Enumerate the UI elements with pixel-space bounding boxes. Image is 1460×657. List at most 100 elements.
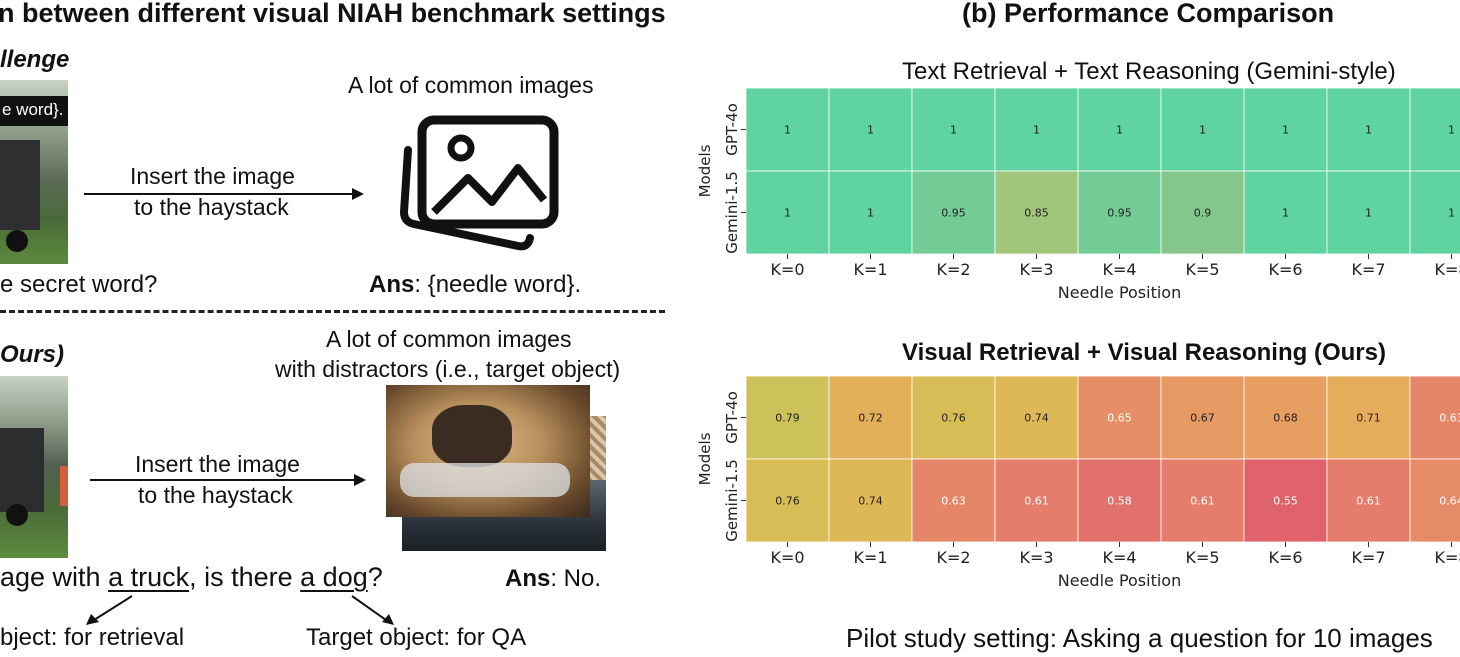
heatmap-2-label-1-3: 0.61 <box>1024 495 1049 508</box>
retrieval-pointer-arrow <box>86 595 133 625</box>
insert-arrow-top <box>84 188 364 200</box>
heatmap-2-label-0-0: 0.79 <box>775 412 800 425</box>
heatmap-2-cell-0-0 <box>745 375 830 460</box>
heatmap-1-label-1-3: 0.85 <box>1024 207 1049 220</box>
heatmap-1-label-0-8: 1 <box>1448 124 1455 137</box>
heatmap-1-label-0-4: 1 <box>1116 124 1123 137</box>
heatmap-1-label-1-8: 1 <box>1448 207 1455 220</box>
needle-caption: e word}. <box>2 100 64 119</box>
answer-bottom-prefix: Ans <box>505 565 551 592</box>
heatmap-1-label-1-6: 1 <box>1282 207 1289 220</box>
heatmap-2-label-0-7: 0.71 <box>1356 412 1381 425</box>
needle-truck-photo-top: e word}. <box>0 80 68 264</box>
heatmap-1-xtick-8: K=8 <box>1434 260 1460 279</box>
heatmap-2-cell-0-3 <box>994 375 1079 460</box>
heatmap-1-cell-1-2 <box>911 170 996 255</box>
heatmap-1-cell-0-5 <box>1160 87 1245 172</box>
heatmap-1-label-1-4: 0.95 <box>1107 207 1132 220</box>
heatmap-2-label-0-2: 0.76 <box>941 412 966 425</box>
heatmap-1-cell-1-1 <box>828 170 913 255</box>
question-bottom-part1: age with <box>0 562 109 592</box>
heatmap-1-label-0-5: 1 <box>1199 124 1206 137</box>
heatmap-2-cell-1-8 <box>1409 458 1460 543</box>
heatmap-2-cell-0-7 <box>1326 375 1411 460</box>
heatmap-2-cell-1-1 <box>828 458 913 543</box>
heatmap-1-cell-0-2 <box>911 87 996 172</box>
retrieval-object: a truck <box>108 562 190 592</box>
needle-truck-photo-bottom <box>0 376 68 558</box>
heatmap-1-ytick-0: GPT-4o <box>723 103 741 156</box>
common-images-distractor-label-1: A lot of common images <box>326 326 572 352</box>
heatmap-2-label-0-6: 0.68 <box>1273 412 1298 425</box>
heatmap-2-label-0-3: 0.74 <box>1024 412 1049 425</box>
top-setting-label: llenge <box>0 46 70 73</box>
heatmap-1-xtick-4: K=4 <box>1102 260 1136 279</box>
heatmap-2-xtick-0: K=0 <box>770 548 804 567</box>
heatmap-1-cell-0-6 <box>1243 87 1328 172</box>
pilot-study-footer: Pilot study setting: Asking a question f… <box>846 623 1433 653</box>
heatmap-2-ytick-0: GPT-4o <box>723 391 741 444</box>
heatmap-2-cell-0-8 <box>1409 375 1460 460</box>
heatmap-2-xlabel: Needle Position <box>1058 571 1181 590</box>
retrieval-note: bject: for retrieval <box>0 624 185 651</box>
bottom-setting-label: Ours) <box>0 341 65 368</box>
haystack-photo-back-2 <box>586 416 606 496</box>
heatmap-2-label-1-8: 0.64 <box>1439 495 1460 508</box>
answer-bottom: Ans: No. <box>505 565 601 593</box>
insert-arrow-bottom <box>90 474 366 486</box>
heatmap-2: 0.790.720.760.740.650.670.680.710.630.76… <box>696 375 1460 590</box>
heatmap-2-label-0-1: 0.72 <box>858 412 883 425</box>
heatmap-1-cell-0-1 <box>828 87 913 172</box>
heatmap-1-cell-0-0 <box>745 87 830 172</box>
heatmap-1-label-0-1: 1 <box>867 124 874 137</box>
heatmap-2-ylabel: Models <box>696 432 714 485</box>
heatmap-2-ytick-1: Gemini-1.5 <box>723 459 741 542</box>
heatmap-1-label-0-6: 1 <box>1282 124 1289 137</box>
heatmap-1-label-1-7: 1 <box>1365 207 1372 220</box>
heatmap-1-ytick-1: Gemini-1.5 <box>723 171 741 254</box>
heatmap-2-cell-1-5 <box>1160 458 1245 543</box>
target-pointer-arrow <box>351 595 394 625</box>
heatmap-2-label-0-5: 0.67 <box>1190 412 1215 425</box>
heatmap-2-cell-0-1 <box>828 375 913 460</box>
heatmap-1-label-0-0: 1 <box>784 124 791 137</box>
heatmap-2-xtick-2: K=2 <box>936 548 970 567</box>
question-bottom-part3: ? <box>367 562 383 592</box>
heatmap-2-cell-1-4 <box>1077 458 1162 543</box>
common-images-distractor-label-2: with distractors (i.e., target object) <box>275 356 621 382</box>
question-bottom-part2: , is there <box>189 562 301 592</box>
insert-text-bottom-1: Insert the image <box>135 451 300 477</box>
heatmap-2-label-1-4: 0.58 <box>1107 495 1132 508</box>
heatmap-2-label-1-5: 0.61 <box>1190 495 1215 508</box>
heatmap-1-xtick-2: K=2 <box>936 260 970 279</box>
left-section-title: n between different visual NIAH benchmar… <box>0 0 666 28</box>
heatmap-1-cell-1-3 <box>994 170 1079 255</box>
heatmap-2-cell-0-6 <box>1243 375 1328 460</box>
heatmap-1-xlabel: Needle Position <box>1058 283 1181 302</box>
heatmap-1-xtick-5: K=5 <box>1185 260 1219 279</box>
heatmap-2-cell-1-6 <box>1243 458 1328 543</box>
heatmap-2-label-1-1: 0.74 <box>858 495 883 508</box>
heatmap-2-label-1-0: 0.76 <box>775 495 800 508</box>
target-object: a dog <box>300 562 368 592</box>
heatmap-1-cell-0-8 <box>1409 87 1460 172</box>
heatmap-1-label-0-3: 1 <box>1033 124 1040 137</box>
heatmap-2-xtick-3: K=3 <box>1019 548 1053 567</box>
heatmap-1-cell-0-7 <box>1326 87 1411 172</box>
heatmap-1-cell-1-7 <box>1326 170 1411 255</box>
heatmap-2-xtick-6: K=6 <box>1268 548 1302 567</box>
heatmap-1-title: Text Retrieval + Text Reasoning (Gemini-… <box>902 58 1396 85</box>
heatmap-1-xtick-1: K=1 <box>853 260 887 279</box>
answer-top-value: : {needle word}. <box>414 271 582 298</box>
heatmap-2-title: Visual Retrieval + Visual Reasoning (Our… <box>902 339 1386 366</box>
heatmap-1-label-0-7: 1 <box>1365 124 1372 137</box>
heatmap-1-label-0-2: 1 <box>950 124 957 137</box>
heatmap-1-cell-1-8 <box>1409 170 1460 255</box>
heatmap-1-xtick-0: K=0 <box>770 260 804 279</box>
heatmap-2-label-0-8: 0.63 <box>1439 412 1460 425</box>
heatmap-2-label-1-2: 0.63 <box>941 495 966 508</box>
answer-top-prefix: Ans <box>369 271 415 298</box>
heatmap-1-cell-0-3 <box>994 87 1079 172</box>
image-gallery-icon <box>399 115 559 251</box>
